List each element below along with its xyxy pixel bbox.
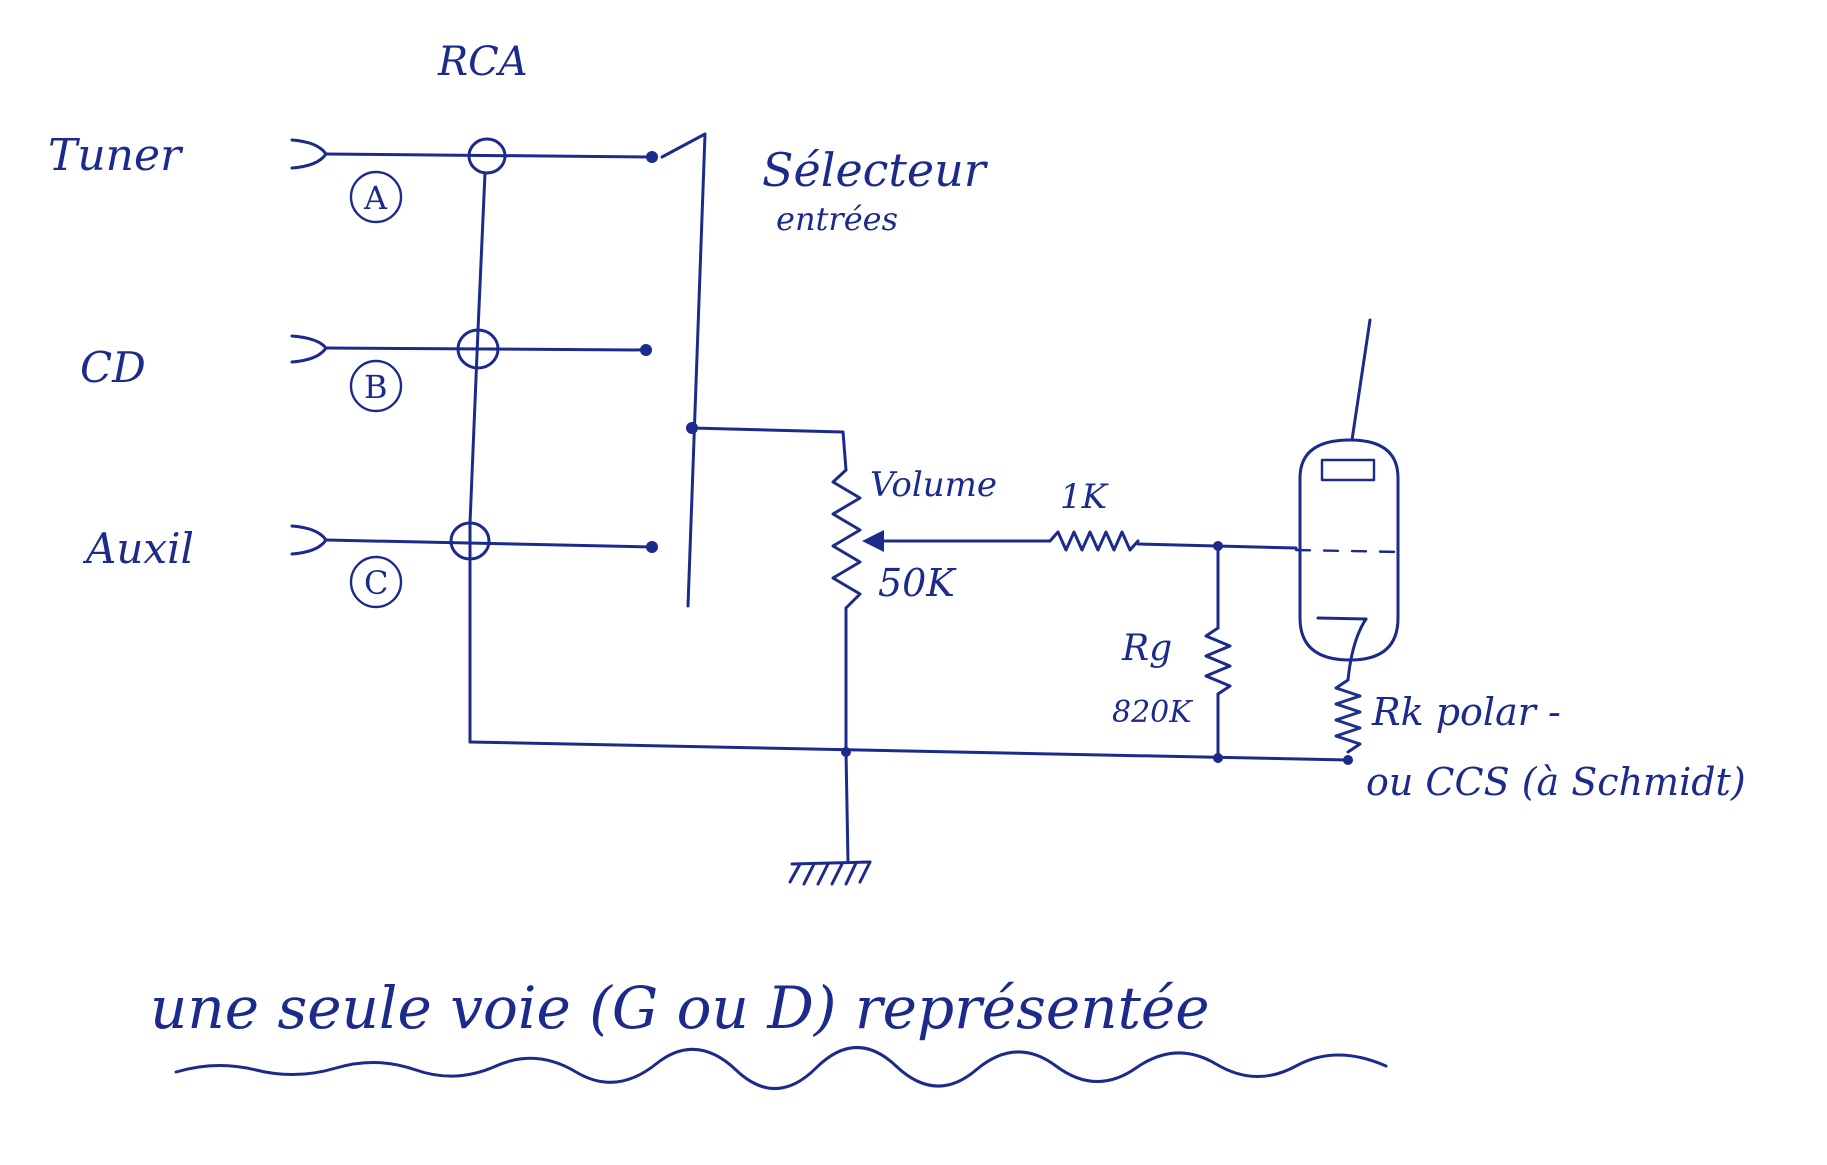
- ground-return-line: [468, 740, 1350, 762]
- rk-alt-label: ou CCS (à Schmidt): [1366, 760, 1746, 804]
- selector-contact-c: [646, 541, 658, 553]
- ground-symbol-icon: [788, 860, 872, 886]
- footer-note: une seule voie (G ou D) représentée: [150, 974, 1210, 1042]
- ground-bus: [468, 171, 487, 744]
- series-resistor-icon: [1048, 530, 1140, 552]
- ground-drop-line: [844, 750, 850, 864]
- selector-contact-b: [640, 344, 652, 356]
- rca-label: RCA: [437, 39, 528, 85]
- input-line-a: [324, 152, 652, 159]
- volume-label: Volume: [870, 465, 997, 505]
- volume-value: 50K: [878, 561, 957, 605]
- input-label-tuner: Tuner: [48, 130, 184, 181]
- tube-plate-icon: [1320, 458, 1376, 482]
- rk-ground-node: [1343, 755, 1353, 765]
- jack-cd-icon: [290, 334, 328, 364]
- jack-tuner-icon: [290, 138, 328, 170]
- rk-resistor-icon: [1334, 678, 1362, 754]
- selector-wiper-icon: [660, 132, 707, 608]
- rg-resistor-icon: [1204, 626, 1232, 696]
- selector-label: Sélecteur: [762, 143, 989, 197]
- footer-underline: [174, 1046, 1388, 1090]
- selector-sublabel: entrées: [776, 200, 898, 238]
- rg-ground-node: [1213, 753, 1223, 763]
- badge-a-icon: [349, 170, 403, 224]
- cathode-lead: [1346, 617, 1368, 682]
- input-label-auxil: Auxil: [82, 524, 194, 573]
- series-resistor-label: 1K: [1060, 477, 1110, 517]
- rca-ring-a-icon: [467, 137, 507, 175]
- badge-c-letter: C: [364, 564, 388, 602]
- rg-label: Rg: [1121, 628, 1172, 669]
- input-label-cd: CD: [80, 343, 146, 392]
- badge-a-letter: A: [363, 179, 388, 217]
- input-line-b: [324, 346, 647, 352]
- rg-value: 820K: [1112, 695, 1193, 730]
- badge-c-icon: [349, 555, 403, 609]
- selector-to-volume-line: [690, 426, 848, 472]
- volume-pot-icon: [831, 468, 862, 610]
- badge-b-icon: [349, 359, 403, 413]
- badge-b-letter: B: [364, 368, 388, 406]
- selector-contact-a: [646, 151, 658, 163]
- volume-wiper-arrow-icon: [862, 530, 884, 552]
- plate-lead: [1350, 318, 1372, 442]
- tube-grid-icon: [1294, 548, 1402, 554]
- jack-auxil-icon: [290, 524, 328, 556]
- tube-envelope-icon: [1298, 438, 1400, 662]
- tube-cathode-icon: [1316, 616, 1368, 621]
- rk-label: Rk polar -: [1371, 690, 1561, 734]
